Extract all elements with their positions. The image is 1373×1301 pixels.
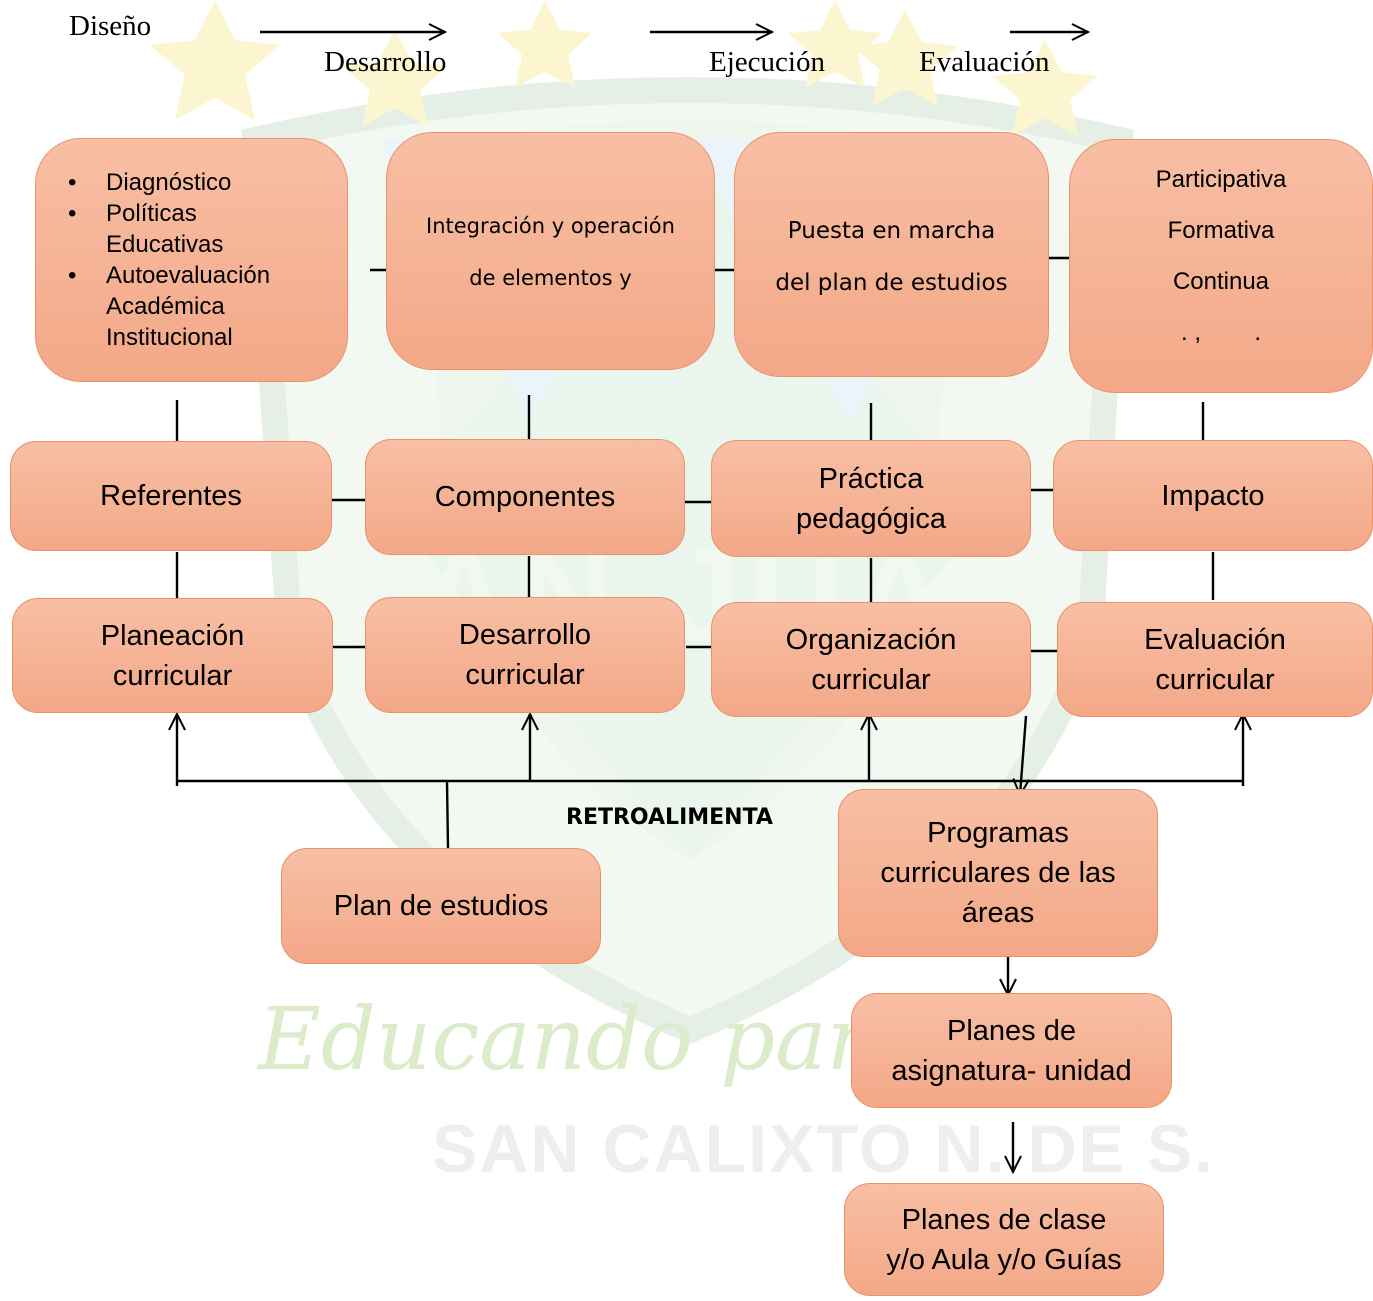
programas-label-line: Programas <box>927 817 1069 849</box>
referentes-label: Referentes <box>100 480 242 512</box>
list-item: Autoevaluación <box>68 260 347 291</box>
planes-clase-box: Planes de clase y/o Aula y/o Guías <box>844 1183 1164 1296</box>
desarrollo-detail-line: Integración y operación <box>426 214 675 238</box>
evaluacion-detail-box: Participativa Formativa Continua . , . <box>1069 139 1373 393</box>
phase-ejecucion-label: Ejecución <box>709 46 825 78</box>
impacto-label: Impacto <box>1161 479 1265 512</box>
planeacion-curricular-box: Planeación curricular <box>12 598 333 713</box>
diseno-list: Diagnóstico Políticas Educativas Autoeva… <box>36 167 347 353</box>
programas-label-line: curriculares de las <box>880 857 1116 889</box>
list-item: Educativas <box>106 231 224 258</box>
feedback-label: RETROALIMENTA <box>566 805 773 830</box>
planes-clase-line: y/o Aula y/o Guías <box>886 1243 1122 1276</box>
planeacion-label-line: curricular <box>112 659 233 692</box>
evaluacion-detail-line: Formativa <box>1167 217 1275 244</box>
evaluacion-label-line: curricular <box>1155 663 1275 696</box>
desarrollo-curricular-box: Desarrollo curricular <box>365 597 685 713</box>
diseno-detail-box: Diagnóstico Políticas Educativas Autoeva… <box>35 138 348 382</box>
planes-asignatura-line: asignatura- unidad <box>891 1054 1132 1087</box>
organizacion-label-line: Organización <box>785 623 957 656</box>
desarrollo-label-line: Desarrollo <box>458 619 592 651</box>
list-item: Políticas <box>68 198 347 229</box>
list-item: Institucional <box>106 324 233 351</box>
list-item: Diagnóstico <box>68 167 347 198</box>
planes-clase-line: Planes de clase <box>901 1203 1107 1236</box>
list-item: Académica <box>106 293 225 320</box>
organizacion-curricular-box: Organización curricular <box>711 602 1031 717</box>
evaluacion-curricular-box: Evaluación curricular <box>1057 602 1373 717</box>
impacto-box: Impacto <box>1053 440 1373 551</box>
ejecucion-detail-line: del plan de estudios <box>775 270 1008 296</box>
evaluacion-detail-line: Continua <box>1172 268 1270 295</box>
planes-asignatura-box: Planes de asignatura- unidad <box>851 993 1172 1108</box>
phase-evaluacion-label: Evaluación <box>919 46 1050 78</box>
plan-estudios-box: Plan de estudios <box>281 848 601 964</box>
programas-label-line: áreas <box>961 897 1035 929</box>
evaluacion-detail-line: Participativa <box>1155 166 1287 193</box>
plan-estudios-label: Plan de estudios <box>333 890 549 922</box>
phase-diseno-label: Diseño <box>69 10 152 42</box>
ejecucion-detail-box: Puesta en marcha del plan de estudios <box>734 132 1049 377</box>
desarrollo-detail-line: de elementos y <box>469 266 632 290</box>
componentes-label: Componentes <box>434 481 616 513</box>
referentes-box: Referentes <box>10 441 332 551</box>
programas-curriculares-box: Programas curriculares de las áreas <box>838 789 1158 957</box>
ejecucion-detail-line: Puesta en marcha <box>787 218 996 244</box>
evaluacion-detail-line: . , . <box>1180 319 1261 346</box>
practica-label-line: Práctica <box>818 462 924 495</box>
evaluacion-label-line: Evaluación <box>1144 623 1286 656</box>
desarrollo-label-line: curricular <box>465 659 585 691</box>
planeacion-label-line: Planeación <box>100 619 245 652</box>
practica-label-line: pedagógica <box>796 502 946 535</box>
phase-desarrollo-label: Desarrollo <box>324 46 447 78</box>
practica-pedagogica-box: Práctica pedagógica <box>711 440 1031 557</box>
watermark-city: SAN CALIXTO N. DE S. <box>432 1111 1216 1187</box>
organizacion-label-line: curricular <box>811 663 931 696</box>
desarrollo-detail-box: Integración y operación de elementos y <box>386 132 715 370</box>
componentes-box: Componentes <box>365 439 685 555</box>
planes-asignatura-line: Planes de <box>946 1014 1076 1047</box>
